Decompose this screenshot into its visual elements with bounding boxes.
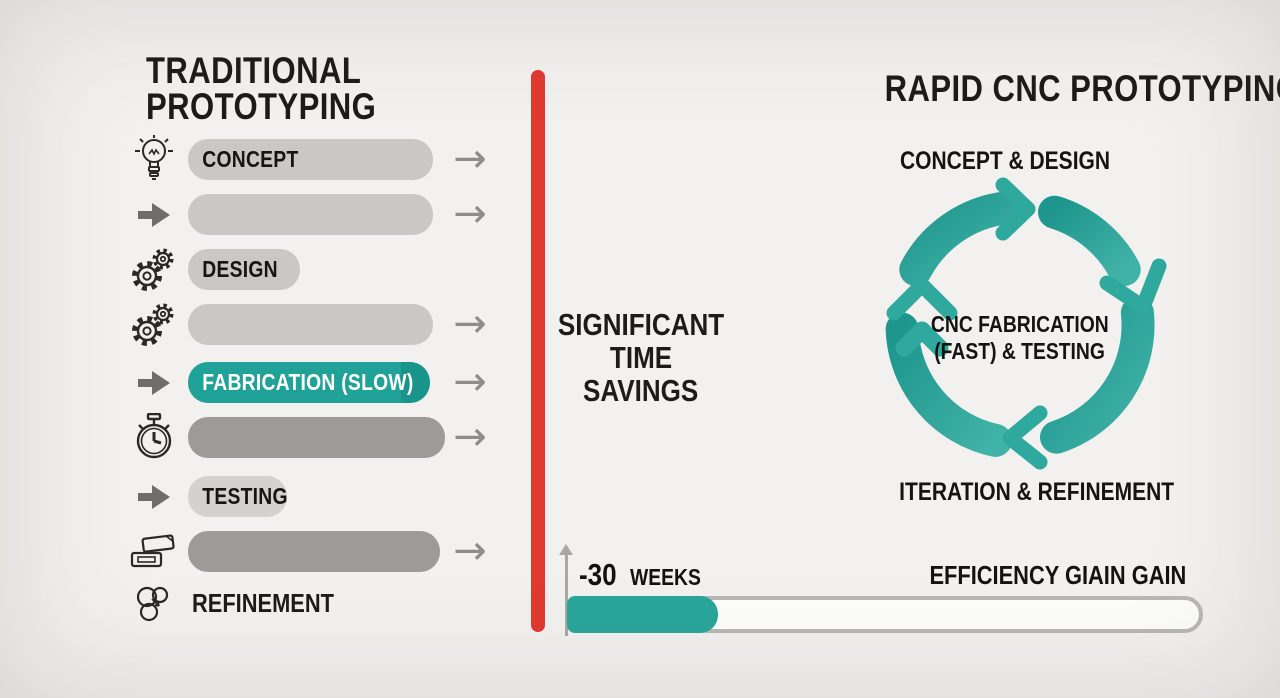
right-arrow-icon: → <box>453 136 487 182</box>
step-row-design: DESIGN <box>0 248 520 291</box>
step-bar-design: DESIGN <box>188 249 300 290</box>
right-arrow-icon: → <box>453 414 487 460</box>
step-row-fabrication: FABRICATION (SLOW) → <box>0 359 520 405</box>
right-arrow-icon: → <box>453 301 487 347</box>
progress-track <box>567 596 1203 633</box>
step-label-refinement: REFINEMENT <box>192 588 334 618</box>
rapid-title: RAPID CNC PROTOTYPING <box>884 68 1280 109</box>
step-row-8: → <box>0 528 520 574</box>
cycle-label-cnc-fabrication: CNC FABRICATION (FAST) & TESTING <box>931 311 1109 364</box>
weeks-label: -30 WEEKS <box>579 557 714 593</box>
gears-icon <box>126 298 182 352</box>
step-row-concept: CONCEPT → <box>0 134 520 182</box>
cycle-label-iteration-refinement: ITERATION & REFINEMENT <box>899 478 1175 506</box>
cycle-label-concept-design: CONCEPT & DESIGN <box>899 147 1111 175</box>
efficiency-label: EFFICIENCY GIAIN GAIN <box>929 560 1187 590</box>
step-row-refinement: REFINEMENT <box>0 583 520 624</box>
cards-icon <box>126 525 182 579</box>
axis-arrow-icon <box>559 544 573 555</box>
step-bar-4 <box>188 304 433 345</box>
step-bar-8 <box>188 531 440 572</box>
progress-fill <box>567 596 718 633</box>
step-bar-6 <box>188 417 445 458</box>
step-bar-concept: CONCEPT <box>188 139 433 180</box>
step-row-6: → <box>0 412 520 460</box>
weeks-unit: WEEKS <box>629 564 701 590</box>
step-row-4: → <box>0 301 520 347</box>
weeks-value: -30 <box>579 557 617 592</box>
traditional-title-line1: TRADITIONAL <box>146 50 362 91</box>
step-row-testing: TESTING <box>0 476 520 517</box>
right-arrow-icon: → <box>453 191 487 237</box>
time-savings-caption: SIGNIFICANT TIME SAVINGS <box>557 307 725 408</box>
step-row-2: → <box>0 191 520 237</box>
bold-arrow-icon <box>126 356 182 410</box>
cycle-arrows-icon <box>885 177 1167 470</box>
right-arrow-icon: → <box>453 359 487 405</box>
red-divider-line <box>531 70 545 632</box>
step-label-design: DESIGN <box>202 256 278 282</box>
traditional-title: TRADITIONAL PROTOTYPING <box>146 50 420 127</box>
refine-icon <box>126 577 182 631</box>
step-label-fabrication: FABRICATION (SLOW) <box>202 369 414 395</box>
gears-icon <box>126 243 182 297</box>
bold-arrow-icon <box>126 470 182 524</box>
axis-line <box>565 553 568 636</box>
right-arrow-icon: → <box>453 528 487 574</box>
step-bar-testing: TESTING <box>188 476 288 517</box>
bold-arrow-icon <box>126 188 182 242</box>
step-bar-fabrication: FABRICATION (SLOW) <box>188 362 430 403</box>
step-bar-2 <box>188 194 433 235</box>
step-label-testing: TESTING <box>202 483 288 509</box>
traditional-title-line2: PROTOTYPING <box>146 86 377 127</box>
lightbulb-icon <box>126 133 182 187</box>
step-label-concept: CONCEPT <box>202 146 299 172</box>
stopwatch-icon <box>126 411 182 465</box>
